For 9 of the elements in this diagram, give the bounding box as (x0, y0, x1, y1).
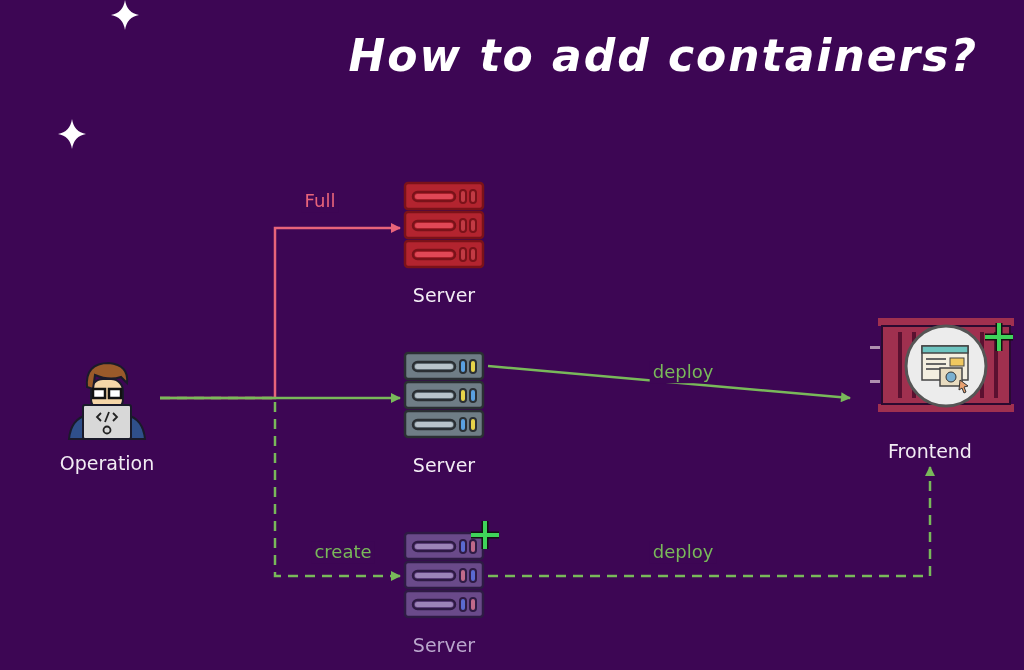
arrow (160, 396, 401, 581)
arrow (488, 466, 935, 578)
node-label: Server (412, 284, 476, 306)
node-label: Server (412, 454, 476, 476)
node-label: Frontend (888, 440, 972, 462)
arrow (487, 364, 851, 403)
node-label: Operation (59, 452, 155, 474)
title: How to add containers? (347, 30, 978, 81)
node-label: Server (412, 634, 476, 656)
